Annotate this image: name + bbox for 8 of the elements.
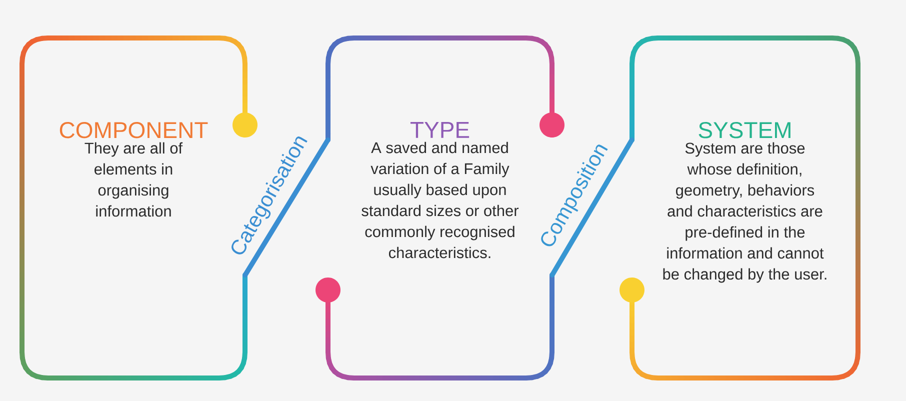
- description-text: They are all of elements in organising information: [84, 142, 183, 217]
- heading-text: SYSTEM: [698, 122, 790, 138]
- description-text: System are those whose definition, geometry, behaviors and characteristics are pre-defined in the information and cannot be changed by the user.: [663, 142, 826, 283]
- heading-text: TYPE: [410, 122, 470, 138]
- connector-line: [550, 138, 634, 278]
- connector-line: [242, 138, 330, 278]
- heading-text: COMPONENT: [60, 122, 208, 138]
- description-text: A saved and named variation of a Family usually based upon standard sizes or other commonly recognised characteristics.: [362, 142, 519, 258]
